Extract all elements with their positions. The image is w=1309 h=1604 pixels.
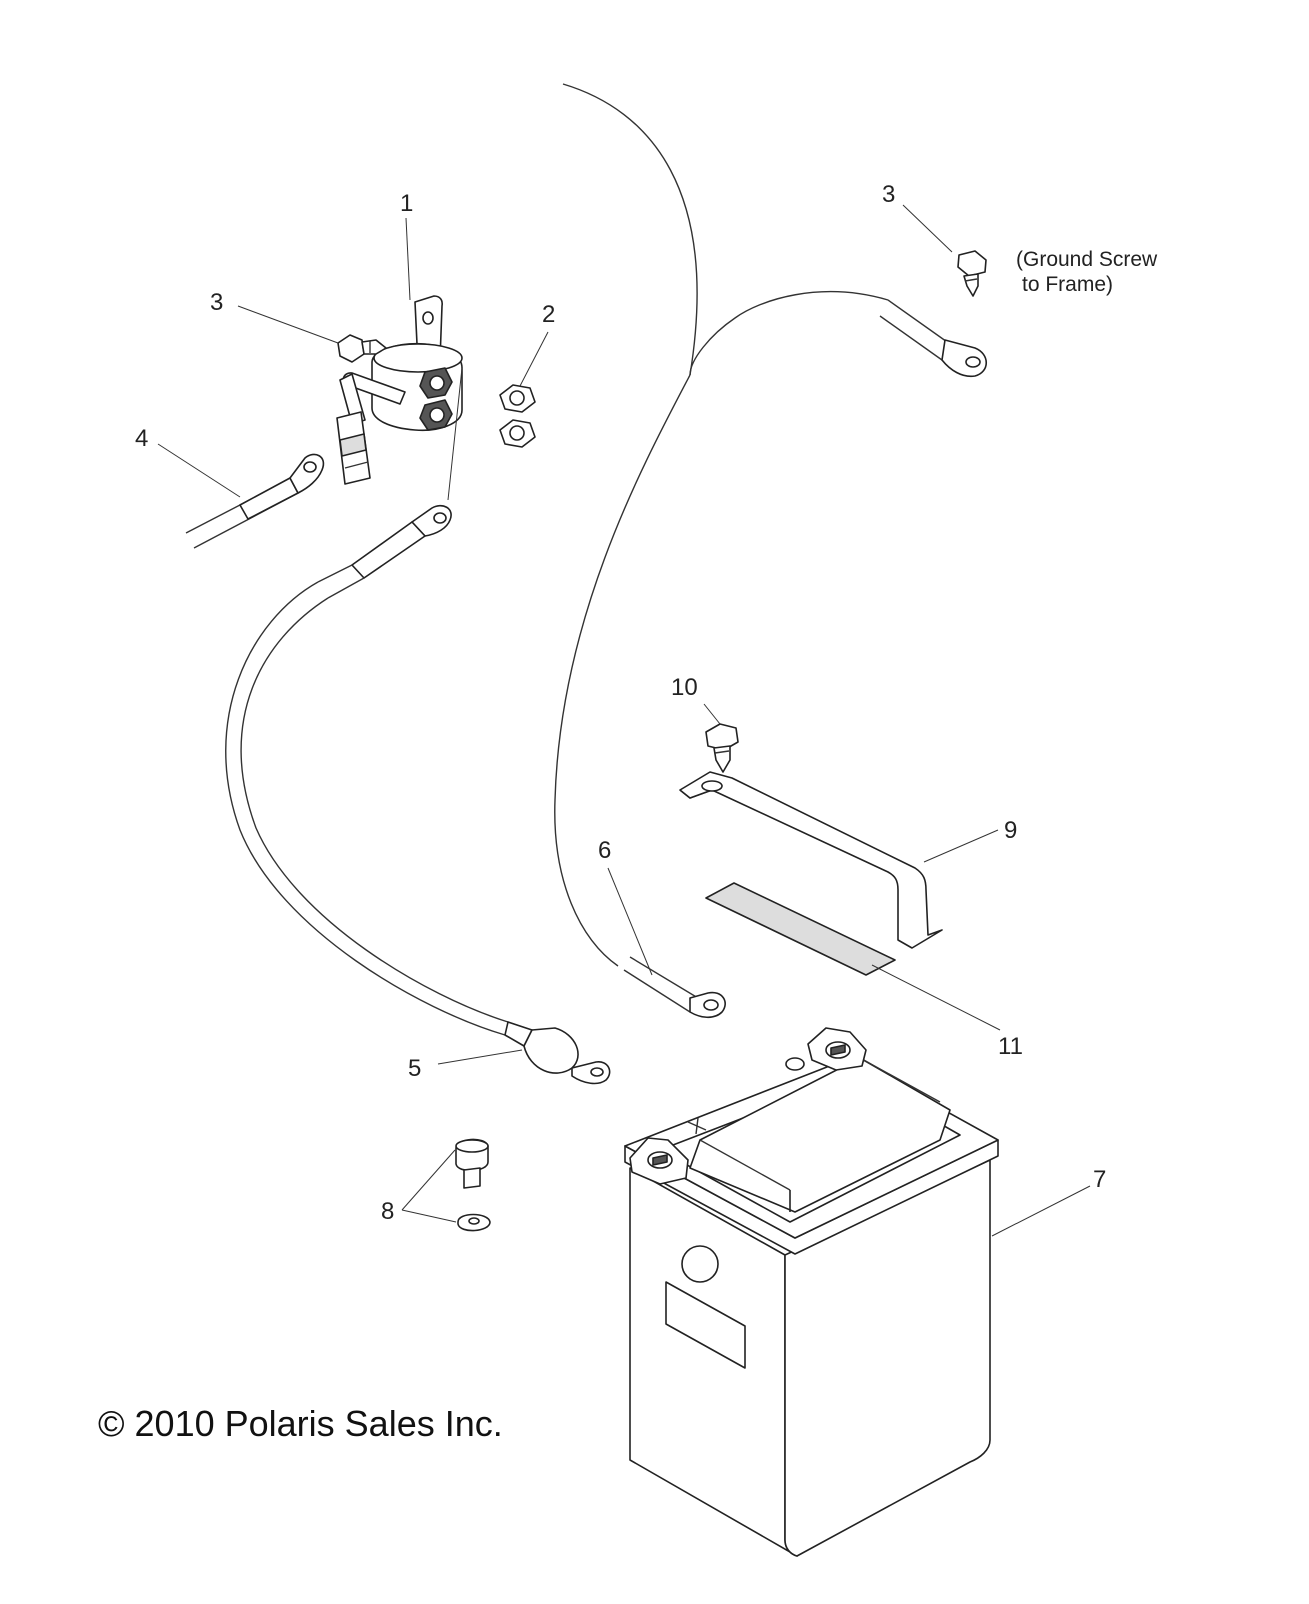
- callout-leaders: [157, 204, 1091, 1237]
- callout-2: 2: [542, 301, 555, 328]
- battery-terminal-bolt-and-washer: [455, 1138, 491, 1232]
- callout-11: 11: [998, 1033, 1023, 1060]
- callout-8: 8: [381, 1198, 394, 1225]
- callout-10: 10: [671, 674, 698, 701]
- terminal-nuts: [499, 384, 536, 448]
- callout-4: 4: [135, 425, 148, 452]
- callout-labels: 1 2 3 3 4 5 6 7 8 9 10 11: [135, 181, 1106, 1225]
- callout-6: 6: [598, 837, 611, 864]
- battery-pad: [705, 882, 896, 976]
- callout-5: 5: [408, 1055, 421, 1082]
- callout-3-solenoid-screw: 3: [210, 289, 223, 316]
- battery-hold-down-bracket: [679, 771, 943, 949]
- hold-down-bolt: [705, 723, 739, 773]
- callout-3-ground-screw: 3: [882, 181, 895, 208]
- ground-note-line2: to Frame): [1022, 273, 1113, 296]
- solenoid-cable-4: [185, 453, 325, 549]
- solenoid-mount-screw: [337, 334, 387, 363]
- callout-7: 7: [1093, 1166, 1106, 1193]
- ground-screw: [957, 250, 987, 297]
- ground-cable-terminal: [879, 299, 988, 378]
- callout-1: 1: [400, 190, 413, 217]
- ground-note-line1: (Ground Screw: [1016, 248, 1158, 271]
- callout-9: 9: [1004, 817, 1017, 844]
- stud-to-cable-guide: [447, 367, 463, 501]
- starter-solenoid: [336, 295, 463, 485]
- ground-screw-note: (Ground Screw to Frame): [1016, 248, 1158, 296]
- copyright-notice: © 2010 Polaris Sales Inc.: [98, 1403, 503, 1444]
- ground-cable: [554, 83, 889, 967]
- positive-cable-5: [225, 504, 611, 1085]
- battery-cable-terminal-6: [623, 956, 726, 1019]
- battery: [624, 1027, 999, 1557]
